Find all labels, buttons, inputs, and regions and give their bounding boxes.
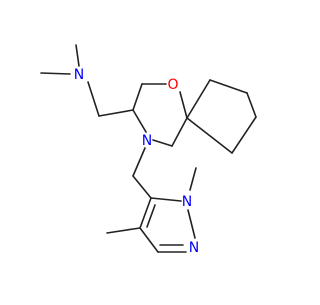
bond-cp1-cp2 <box>209 79 248 94</box>
bond-ringn-ch2link <box>132 147 146 177</box>
amine-nitrogen-label: N <box>74 67 84 83</box>
bond-c4-methyl <box>106 227 141 234</box>
bond-ch2-ring-c <box>98 109 134 117</box>
bond-nme-methyl-left <box>40 72 71 75</box>
structure-canvas: N O N N N <box>40 44 257 256</box>
ring-oxygen-label: O <box>167 77 178 93</box>
atom-labels: N O N N N <box>74 67 199 256</box>
bond-spiro-cp1 <box>186 79 211 119</box>
bond-n1-methyl <box>189 167 197 191</box>
bonds <box>40 44 257 253</box>
bond-c3-c4 <box>139 227 159 253</box>
bond-ch2-ringn <box>152 139 173 147</box>
bond-ringn-ringc <box>132 109 147 133</box>
pyrazole-nitrogen-label: N <box>189 240 199 256</box>
bond-n1-n2 <box>187 209 196 239</box>
bond-o-spiro <box>179 91 188 119</box>
molecule-drawing: N O N N N <box>40 44 257 256</box>
ring-nitrogen-label: N <box>142 133 152 149</box>
bond-c4-c5-inner <box>146 204 156 228</box>
bond-n-ch2 <box>87 81 100 117</box>
bond-ch2link-c5 <box>132 175 152 199</box>
bond-cp2-cp3 <box>246 92 257 118</box>
bond-spiro-ch2 <box>171 117 188 147</box>
bond-c5-n1 <box>150 197 182 202</box>
bond-c4-c5 <box>139 197 152 229</box>
bond-nme-methyl-top <box>75 44 80 67</box>
pyrazole-n-methyl-label: N <box>182 194 192 210</box>
bond-cp3-cp4 <box>231 116 257 154</box>
bond-ringc-ch2top <box>132 83 143 111</box>
bond-cp4-spiro <box>186 117 233 154</box>
